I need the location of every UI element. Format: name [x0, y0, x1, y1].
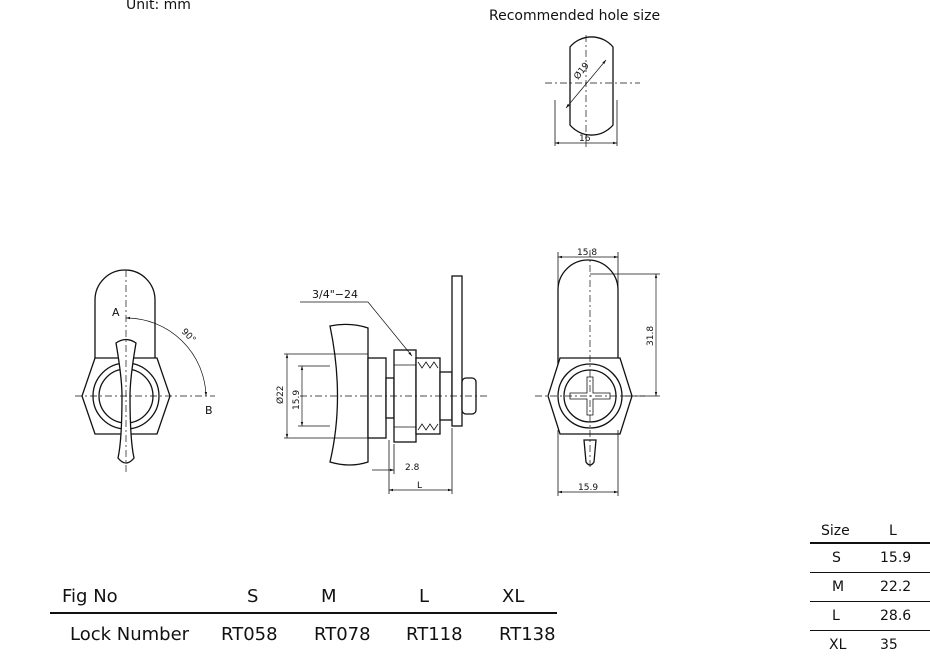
- fig-table-header-row: Fig No S M L XL: [50, 580, 557, 614]
- hole-width-label: 16: [579, 134, 591, 144]
- lock-number-label: Lock Number: [70, 624, 190, 645]
- fig-table: Fig No S M L XL Lock Number RT058 RT078 …: [50, 580, 557, 648]
- lock-number-xl: RT138: [499, 624, 556, 645]
- size-cell: XL: [829, 637, 847, 653]
- thread-spec-label: 3/4"−24: [312, 288, 358, 301]
- length-cell: 28.6: [880, 608, 912, 624]
- size-m-header: M: [321, 586, 337, 607]
- size-table: Size L S 15.9 M 22.2 L 28.6 XL 35: [810, 520, 930, 659]
- outer-diameter-label: Ø22: [275, 385, 286, 404]
- unit-label: Unit: mm: [126, 0, 191, 13]
- position-b-label: B: [205, 404, 213, 417]
- size-cell: S: [832, 550, 841, 566]
- inner-diameter-label: 15.9: [292, 390, 302, 410]
- height-label: 31.8: [646, 326, 656, 346]
- cam-tab: [94, 269, 156, 366]
- thickness-label: 2.8: [405, 463, 420, 473]
- size-cell: M: [832, 579, 845, 595]
- size-s-header: S: [247, 586, 259, 607]
- bottom-width-label: 15.9: [578, 483, 598, 493]
- top-width-label: 15.8: [577, 248, 597, 258]
- length-cell: 35: [880, 637, 898, 653]
- size-xl-header: XL: [502, 586, 525, 607]
- length-label: L: [417, 481, 422, 491]
- size-row: XL 35: [810, 631, 930, 659]
- size-header: Size: [821, 523, 850, 539]
- lock-number-l: RT118: [406, 624, 463, 645]
- hole-size-title: Recommended hole size: [489, 8, 661, 24]
- hole-view: Ø19 16: [545, 35, 640, 150]
- angle-label: 90°: [179, 327, 197, 345]
- phillips-slot: [569, 376, 611, 416]
- l-header: L: [889, 523, 897, 539]
- rear-view: 15.8 31.8 15.9: [535, 248, 660, 496]
- length-cell: 15.9: [880, 550, 912, 566]
- lock-number-row: Lock Number RT058 RT078 RT118 RT138: [50, 614, 557, 648]
- hole-diameter-label: Ø19: [572, 60, 592, 82]
- fig-no-header: Fig No: [62, 586, 118, 607]
- front-view: A B 90°: [75, 269, 215, 475]
- side-view: Ø22 15.9 3/4"−24 2.8 L: [275, 275, 490, 494]
- length-cell: 22.2: [880, 579, 912, 595]
- hole-outline: [569, 36, 614, 136]
- lock-number-s: RT058: [221, 624, 278, 645]
- cam-plate: [451, 275, 463, 427]
- position-a-label: A: [112, 306, 120, 319]
- rear-cam: [557, 259, 619, 366]
- size-table-header: Size L: [810, 520, 930, 544]
- size-row: S 15.9: [810, 544, 930, 573]
- size-row: L 28.6: [810, 602, 930, 631]
- size-row: M 22.2: [810, 573, 930, 602]
- size-l-header: L: [419, 586, 430, 607]
- lock-head: [329, 323, 369, 466]
- size-cell: L: [832, 608, 840, 624]
- lock-number-m: RT078: [314, 624, 371, 645]
